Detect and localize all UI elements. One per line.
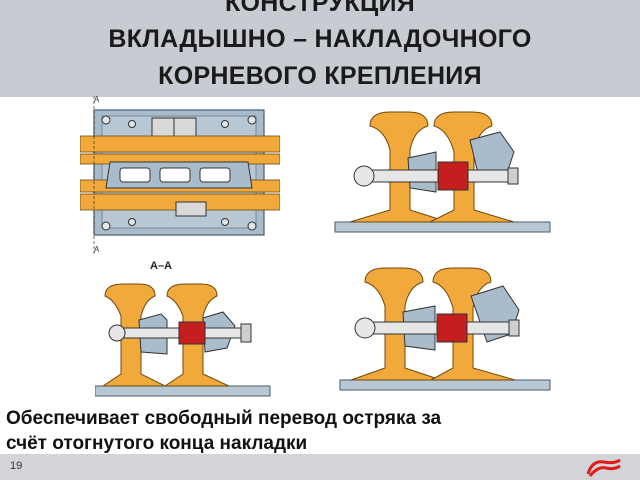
rzd-logo-icon bbox=[586, 458, 621, 477]
cut-mark-a-bottom: А bbox=[94, 245, 100, 254]
caption-line-2: счёт отогнутого конца накладки bbox=[6, 433, 308, 454]
page-number: 19 bbox=[10, 460, 23, 472]
caption-text: Обеспечивает свободный перевод остряка з… bbox=[6, 406, 634, 456]
page-title-line-3: КОРНЕВОГО КРЕПЛЕНИЯ bbox=[158, 62, 482, 90]
footer-bar: 19 bbox=[0, 454, 640, 480]
cross-section-drawing-2 bbox=[339, 267, 551, 391]
title-banner: КОНСТРУКЦИЯ ВКЛАДЫШНО – НАКЛАДОЧНОГО КОР… bbox=[0, 0, 640, 97]
caption-line-1: Обеспечивает свободный перевод остряка з… bbox=[6, 408, 442, 429]
cut-mark-a-top: А bbox=[94, 96, 100, 104]
section-a-a-label: А–А bbox=[150, 260, 173, 272]
page-title-line-1: КОНСТРУКЦИЯ bbox=[224, 0, 416, 17]
cross-section-drawing-1 bbox=[334, 111, 551, 233]
page-title-line-2: ВКЛАДЫШНО – НАКЛАДОЧНОГО bbox=[108, 25, 532, 53]
section-a-a-drawing bbox=[95, 283, 271, 397]
plan-view-drawing: А А bbox=[80, 96, 280, 256]
